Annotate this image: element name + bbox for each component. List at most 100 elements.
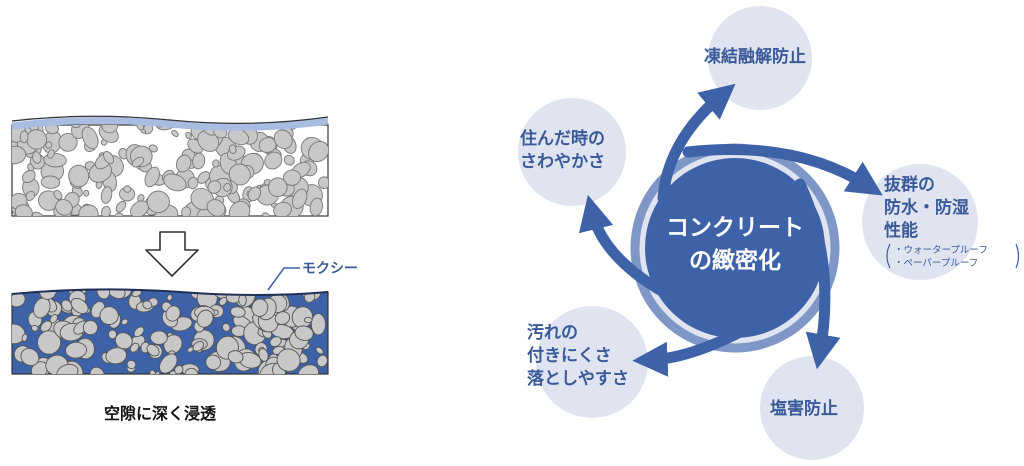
aggregate-stone: [247, 186, 262, 202]
aggregate-stone: [21, 333, 28, 342]
aggregate-stone: [274, 311, 291, 325]
label-bottom: 塩害防止: [770, 399, 838, 419]
label-lower-left: 汚れの 付きにくさ 落としやすさ: [527, 322, 629, 391]
aggregate-stone: [153, 125, 166, 128]
aggregate-stone: [56, 363, 79, 374]
aggregate-stone: [32, 151, 42, 164]
bubble-upper-left: [518, 98, 626, 206]
treated-concrete-block: [11, 288, 329, 375]
arrow-to-bottom: [794, 178, 841, 370]
aggregate-stone: [146, 343, 160, 357]
aggregate-stone: [218, 296, 228, 306]
arrow-to-lower-left: [632, 308, 778, 377]
arrow-to-upper-left: [579, 194, 684, 306]
aggregate-stone: [316, 354, 328, 368]
label-right-notes: ・ウォータープルーフ ・ペーパープルーフ: [894, 244, 988, 270]
aggregate-stone: [101, 125, 119, 134]
note-vaporproof: ・ペーパープルーフ: [894, 258, 979, 269]
aggregate-stone: [309, 197, 323, 216]
aggregate-stone: [146, 190, 170, 214]
aggregate-stone: [121, 318, 129, 326]
aggregate-stone: [47, 149, 55, 159]
aggregate-stone: [154, 371, 161, 374]
aggregate-stone: [129, 342, 140, 353]
aggregate-stone: [317, 176, 328, 189]
aggregate-stone: [14, 204, 33, 216]
aggregate-stone: [174, 365, 184, 374]
aggregate-stone: [89, 366, 105, 374]
aggregate-stone: [297, 364, 320, 374]
benefit-arrows: [579, 83, 883, 377]
aggregate-stone: [37, 330, 62, 355]
callout-leader-line: [267, 267, 300, 291]
label-right-line3: 性能: [884, 221, 918, 241]
aggregate-stone: [268, 177, 288, 198]
aggregate-stone: [65, 341, 87, 359]
label-right-line1: 抜群の: [884, 175, 935, 195]
aggregate-stone: [206, 199, 226, 216]
aggregate-stone: [269, 336, 282, 347]
aggregate-stone: [101, 205, 111, 216]
label-upper-left-line1: 住んだ時の: [520, 129, 605, 149]
aggregate-stone: [78, 204, 99, 216]
label-lower-left-line3: 落としやすさ: [527, 369, 629, 389]
label-upper-left-line2: さわやかさ: [520, 152, 605, 172]
aggregate-stone: [149, 369, 156, 374]
bubble-bottom: [760, 356, 864, 460]
aggregate-stone: [142, 300, 153, 310]
label-upper-left: 住んだ時の さわやかさ: [520, 128, 605, 174]
aggregate-stone: [181, 206, 192, 216]
aggregate-stone: [136, 125, 144, 131]
aggregate-stone: [294, 325, 314, 341]
aggregate-stone: [228, 144, 237, 155]
label-lower-left-line1: 汚れの: [527, 323, 578, 343]
aggregate-stone: [175, 154, 192, 173]
center-core: [645, 158, 825, 338]
aggregate-stone: [276, 348, 301, 372]
aggregate-stone: [264, 151, 283, 170]
aggregate-stone: [115, 200, 127, 213]
aggregate-stone: [144, 166, 160, 188]
center-title-line2: の緻密化: [689, 248, 781, 274]
notes-bracket: [886, 243, 891, 269]
aggregate-stone: [19, 130, 29, 144]
aggregate-stone: [148, 144, 158, 153]
center-title: コンクリート の緻密化: [635, 212, 835, 278]
aggregate-stone: [192, 152, 206, 170]
aggregate-stone: [184, 367, 199, 374]
aggregate-stone: [221, 323, 231, 332]
label-right-line2: 防水・防湿: [884, 198, 969, 218]
arrow-to-top: [657, 83, 736, 204]
aggregate-stone: [187, 176, 199, 190]
aggregate-stone: [273, 129, 293, 150]
aggregate-stone: [69, 125, 81, 129]
aggregate-stone: [163, 173, 187, 192]
aggregate-stone: [105, 347, 127, 365]
aggregate-stone: [229, 306, 246, 318]
aggregate-stone: [228, 200, 251, 216]
notes-bracket-right: [1015, 243, 1020, 269]
aggregate-stone: [171, 129, 179, 138]
center-title-line1: コンクリート: [666, 215, 804, 241]
aggregate-stone: [20, 347, 40, 367]
aggregate-stone: [283, 154, 295, 166]
arrow-to-right: [682, 144, 883, 196]
aggregate-stone: [207, 180, 222, 194]
down-arrow-icon: [145, 231, 199, 277]
moxie-callout-label: モクシー: [302, 261, 358, 277]
aggregate-stone: [292, 188, 308, 209]
label-right: 抜群の 防水・防湿 性能: [884, 174, 969, 243]
aggregate-stone: [212, 159, 220, 168]
aggregate-stone: [315, 346, 324, 355]
aggregate-stone: [70, 297, 89, 314]
aggregate-stone: [53, 189, 63, 201]
aggregate-stone: [31, 211, 45, 216]
aggregate-stone: [126, 359, 137, 370]
aggregate-stone: [82, 320, 99, 336]
aggregate-stone: [133, 326, 145, 338]
label-top: 凍結融解防止: [704, 47, 806, 67]
aggregate-stone: [21, 169, 36, 184]
surface-film: [11, 116, 329, 131]
